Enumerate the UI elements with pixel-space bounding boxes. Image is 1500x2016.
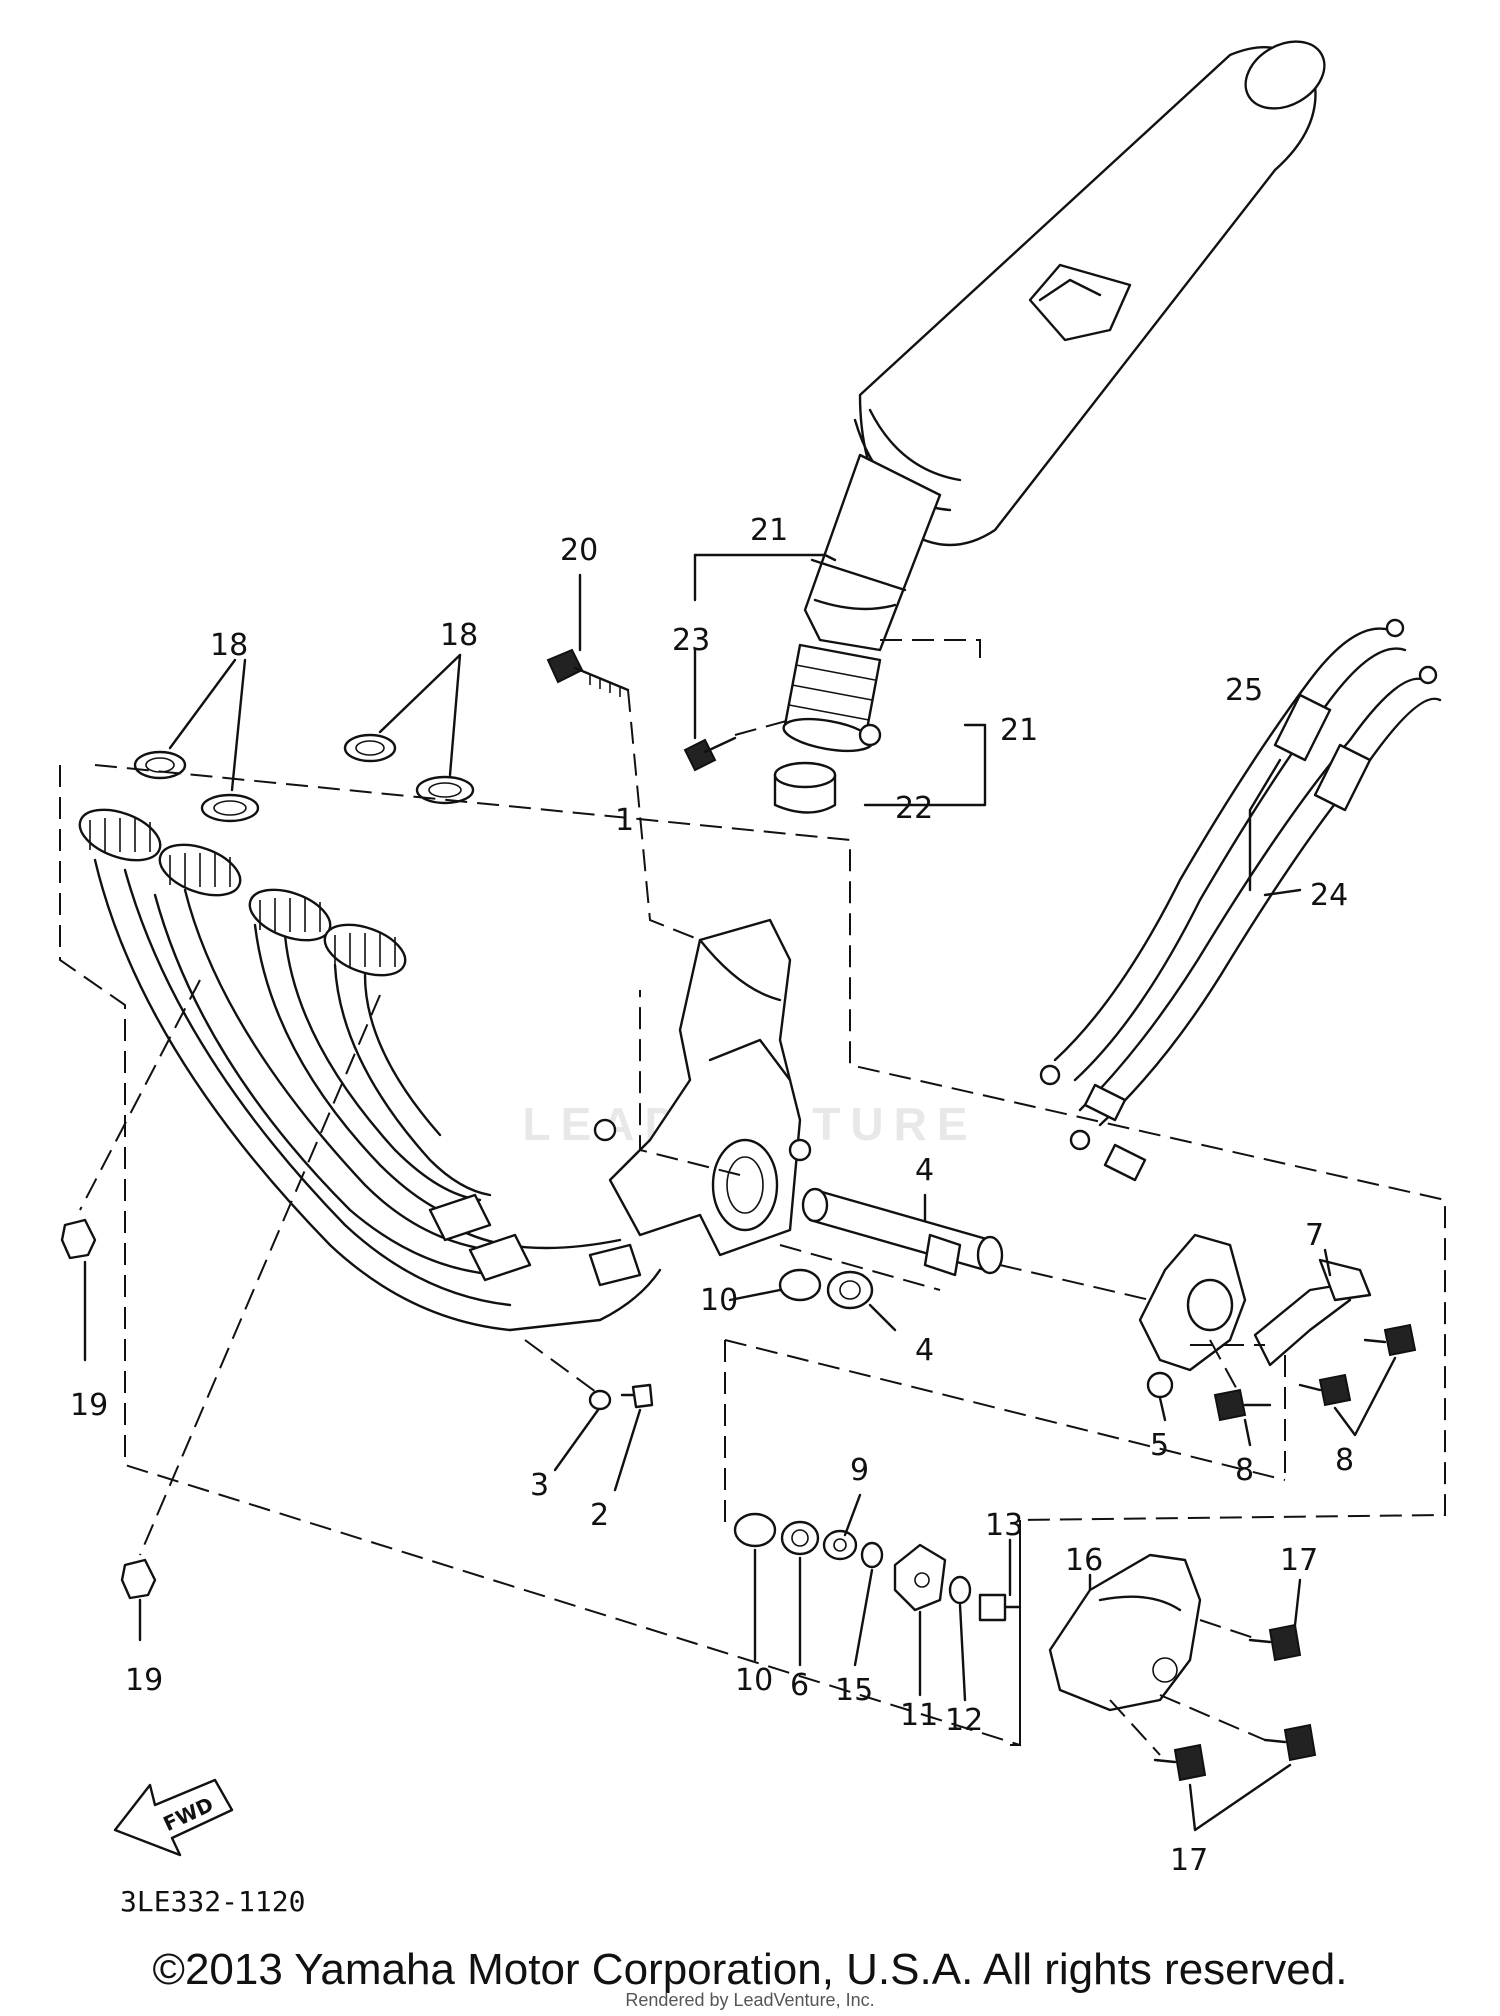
part-label: 11 <box>900 1698 938 1733</box>
part-label: 2 <box>590 1498 609 1533</box>
part-label: 18 <box>210 628 248 663</box>
bolt-23 <box>683 736 737 772</box>
diagram-code: 3LE332-1120 <box>120 1885 306 1918</box>
part-labels: 18 18 20 21 21 23 22 25 24 1 19 19 3 2 1… <box>70 513 1354 1878</box>
bolt-20 <box>546 648 630 697</box>
exhaust-headers <box>78 808 662 1332</box>
gaskets-18 <box>133 733 475 823</box>
fwd-arrow-icon: FWD <box>113 1778 234 1857</box>
pulley-cover-16 <box>1048 1553 1317 1782</box>
part-label: 21 <box>1000 713 1038 748</box>
gasket-22 <box>773 761 837 814</box>
part-label: 5 <box>1150 1428 1169 1463</box>
part-label: 13 <box>985 1508 1023 1543</box>
part-label: 12 <box>945 1703 983 1738</box>
part-label: 18 <box>440 618 478 653</box>
bushings <box>778 1268 874 1310</box>
part-label: 25 <box>1225 673 1263 708</box>
part-label: 4 <box>915 1333 934 1368</box>
leader-lines <box>83 553 1397 1832</box>
exhaust-diagram: 18 18 20 21 21 23 22 25 24 1 19 19 3 2 1… <box>59 40 1446 1878</box>
copyright-notice: ©2013 Yamaha Motor Corporation, U.S.A. A… <box>152 1945 1348 1994</box>
part-label: 22 <box>895 791 933 826</box>
part-label: 17 <box>1170 1843 1208 1878</box>
part-label: 19 <box>125 1663 163 1698</box>
part-label: 10 <box>700 1283 738 1318</box>
muffler <box>782 40 1326 753</box>
part-label: 9 <box>850 1453 869 1488</box>
part-label: 15 <box>835 1673 873 1708</box>
part-label: 10 <box>735 1663 773 1698</box>
part-label: 17 <box>1280 1543 1318 1578</box>
exhaust-valve-body <box>593 918 812 1257</box>
part-label: 24 <box>1310 878 1348 913</box>
valve-shaft-4 <box>801 1187 1004 1277</box>
part-label: 23 <box>672 623 710 658</box>
part-label: 8 <box>1335 1443 1354 1478</box>
part-label: 19 <box>70 1388 108 1423</box>
part-label: 20 <box>560 533 598 568</box>
part-label: 21 <box>750 513 788 548</box>
part-label: 8 <box>1235 1453 1254 1488</box>
part-label: 1 <box>615 803 634 838</box>
part-label: 16 <box>1065 1543 1103 1578</box>
part-label: 4 <box>915 1153 934 1188</box>
lower-assembly <box>733 1512 1022 1622</box>
part-label: 6 <box>790 1668 809 1703</box>
pulley-housing <box>1138 1233 1417 1422</box>
part-label: 7 <box>1305 1218 1324 1253</box>
small-fasteners <box>60 1218 654 1600</box>
group-outlines <box>59 639 1446 1756</box>
part-label: 3 <box>530 1468 549 1503</box>
render-credit: Rendered by LeadVenture, Inc. <box>625 1990 875 2010</box>
